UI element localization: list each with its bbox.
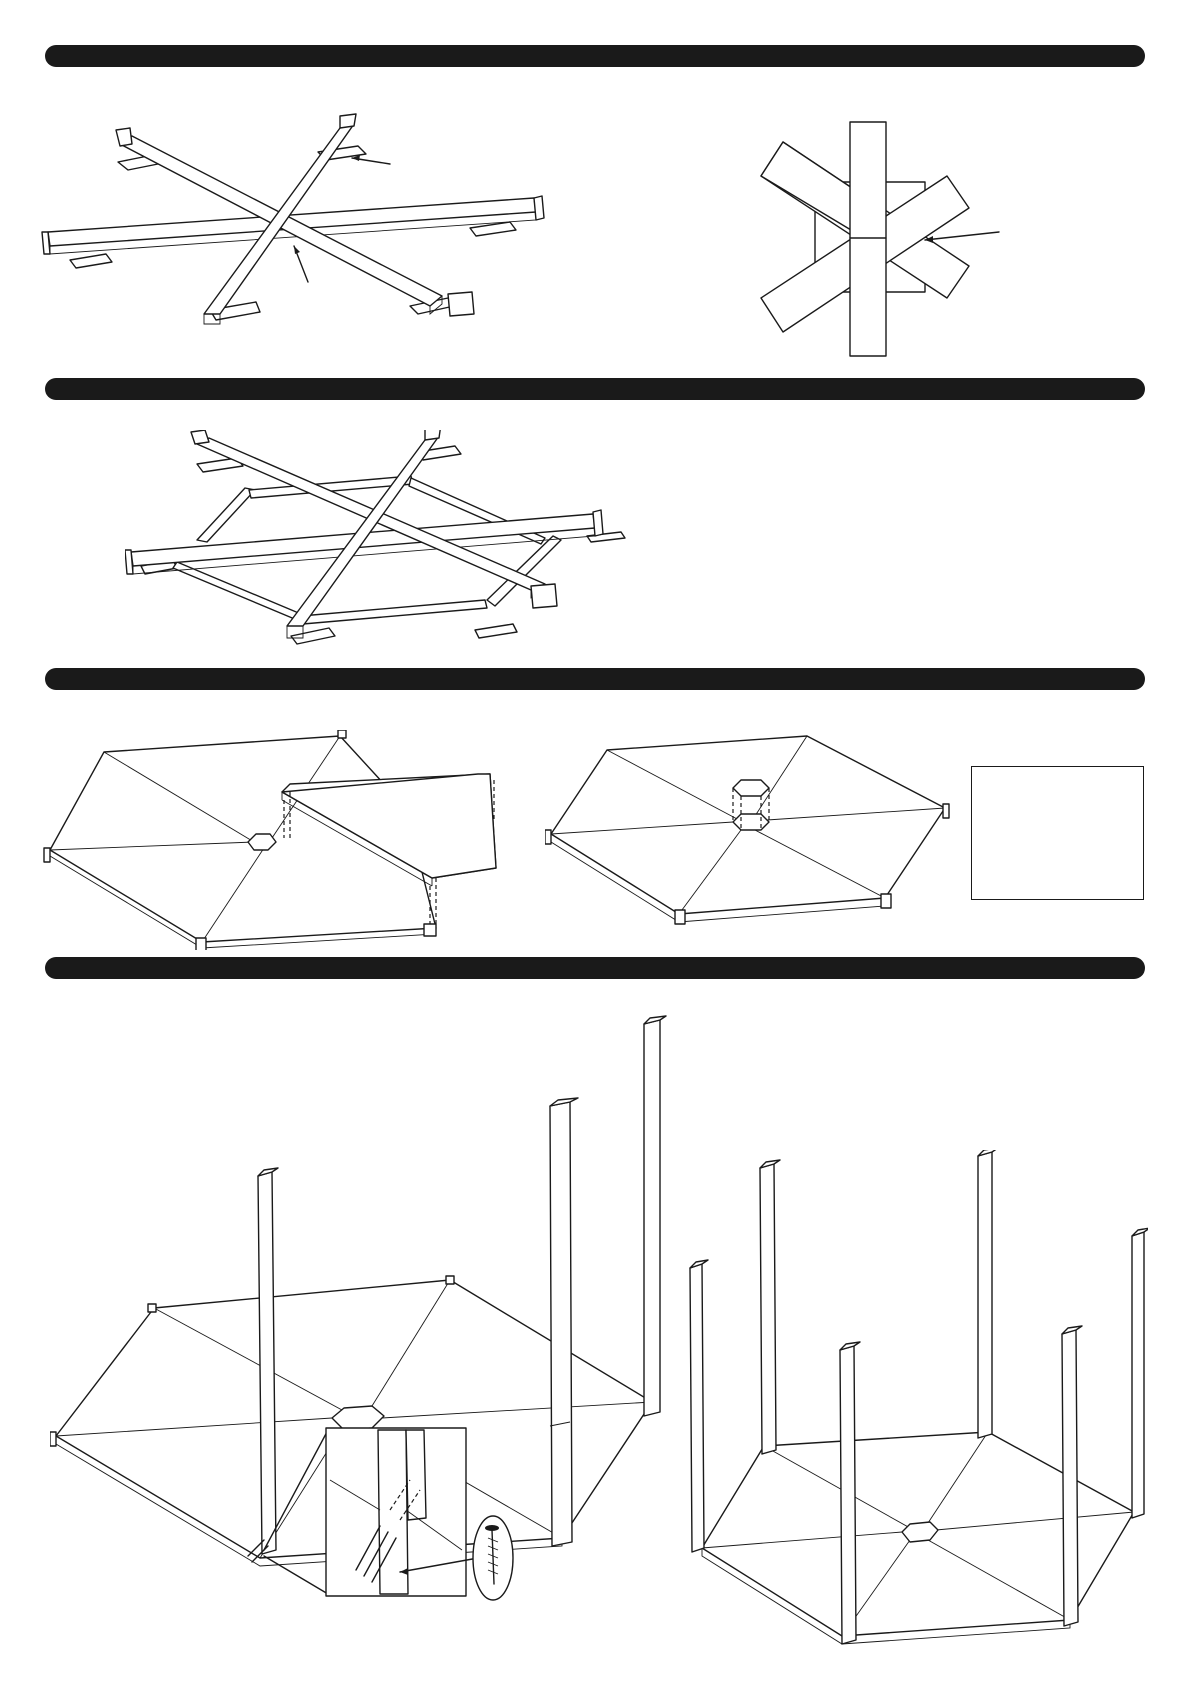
floor-panels-complete — [545, 730, 955, 930]
arrow-icon — [925, 232, 999, 240]
note-box — [971, 766, 1144, 900]
section-3-header-bar — [45, 668, 1145, 690]
section-1-header-bar — [45, 45, 1145, 67]
center-joint-detail — [755, 118, 1015, 363]
post-installation — [50, 1010, 670, 1610]
section-2-header-bar — [45, 378, 1145, 400]
floor-panel-placement — [42, 730, 512, 950]
post-right — [644, 1016, 666, 1416]
posts-complete — [688, 1150, 1148, 1670]
frame-cross-assembly — [40, 110, 560, 360]
frame-perimeter-assembly — [125, 430, 645, 660]
section-4-header-bar — [45, 957, 1145, 979]
